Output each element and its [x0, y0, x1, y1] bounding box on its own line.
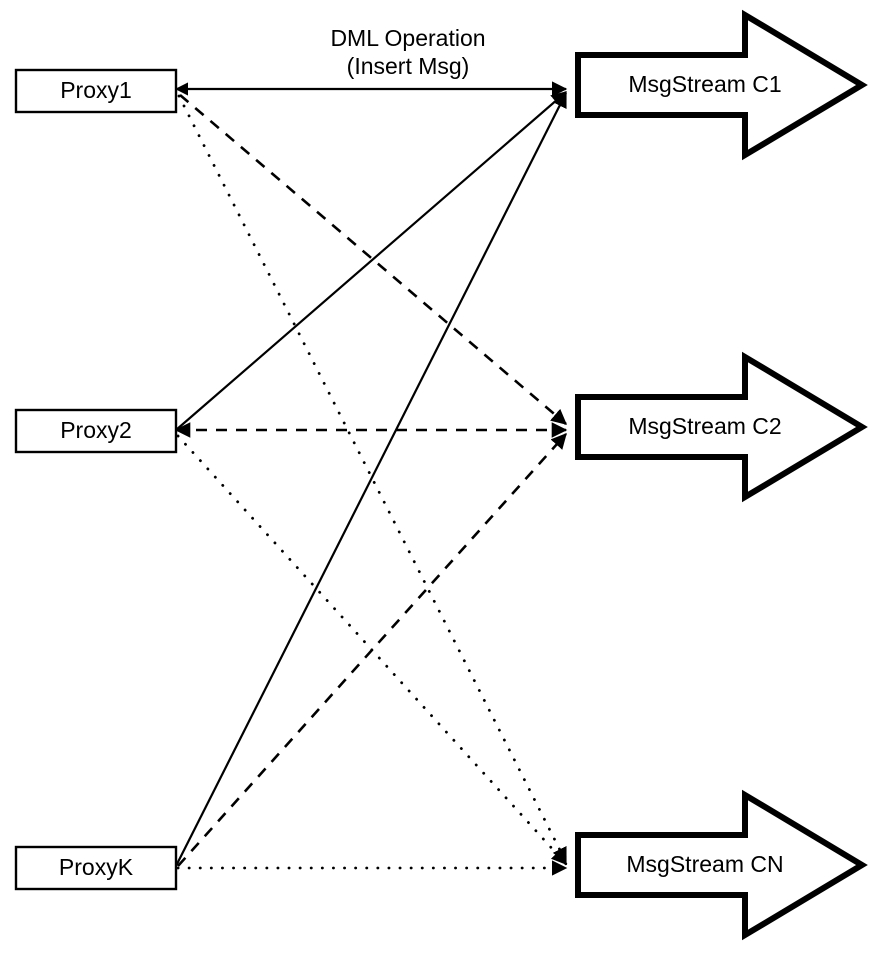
- connector-proxy1-c2: [179, 94, 567, 425]
- msgstream-cn-arrow-shape[interactable]: [575, 789, 868, 941]
- msgstream-nodes: MsgStream C1 MsgStream C2 MsgStream CN: [575, 9, 868, 941]
- msgstream-c2-label: MsgStream C2: [628, 413, 781, 439]
- proxyk-box[interactable]: [14, 845, 178, 891]
- connector-proxyk-c2: [177, 433, 567, 867]
- proxy-nodes: Proxy1 Proxy2 ProxyK: [14, 68, 178, 891]
- node-proxy1[interactable]: Proxy1: [14, 68, 178, 114]
- node-msgstream-cn[interactable]: MsgStream CN: [575, 789, 868, 941]
- node-proxyk[interactable]: ProxyK: [14, 845, 178, 891]
- proxy2-label: Proxy2: [60, 417, 132, 443]
- edge-label-dml-operation: DML Operation (Insert Msg): [330, 25, 485, 79]
- msgstream-cn-label: MsgStream CN: [626, 851, 783, 877]
- proxy1-box[interactable]: [14, 68, 178, 114]
- msgstream-c1-arrow-shape[interactable]: [575, 9, 868, 161]
- proxyk-label: ProxyK: [59, 854, 134, 880]
- msgstream-c2-arrow-shape[interactable]: [575, 351, 868, 503]
- connector-proxy2-c1: [175, 91, 567, 431]
- proxy1-label: Proxy1: [60, 77, 132, 103]
- connector-layer: [174, 81, 568, 876]
- edge-label-line2: (Insert Msg): [347, 53, 470, 79]
- proxy2-box[interactable]: [14, 408, 178, 454]
- node-proxy2[interactable]: Proxy2: [14, 408, 178, 454]
- node-msgstream-c2[interactable]: MsgStream C2: [575, 351, 868, 503]
- edge-label-line1: DML Operation: [330, 25, 485, 51]
- msgstream-c1-label: MsgStream C1: [628, 71, 781, 97]
- connector-proxyk-c1: [175, 91, 567, 867]
- node-msgstream-c1[interactable]: MsgStream C1: [575, 9, 868, 161]
- connector-proxy1-cn: [177, 94, 568, 864]
